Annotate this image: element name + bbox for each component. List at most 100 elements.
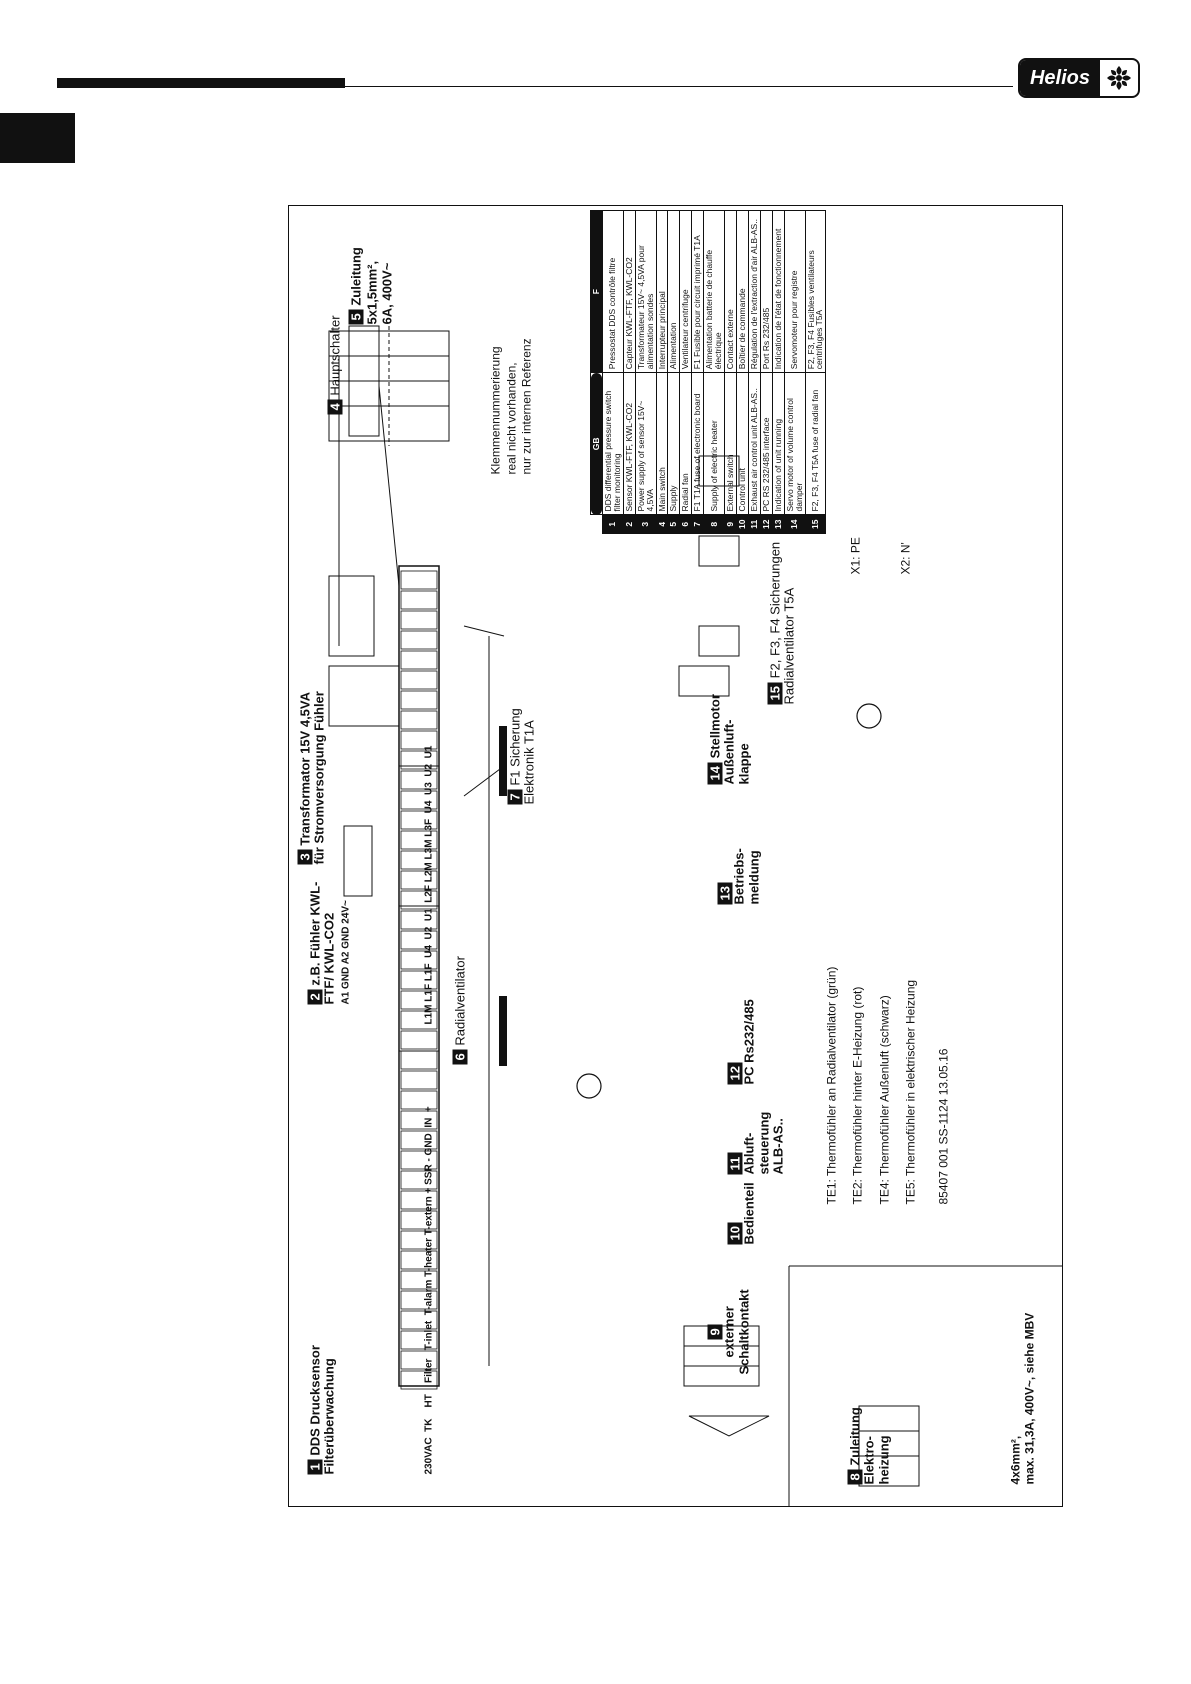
terminal-cell bbox=[400, 870, 438, 890]
terminal-cell bbox=[400, 930, 438, 950]
terminal-cell bbox=[400, 1070, 438, 1090]
legend-row-f: Alimentation bbox=[667, 210, 680, 373]
legend-row-number: 7 bbox=[691, 515, 704, 534]
terminal-cell bbox=[400, 650, 438, 670]
terminal-cell bbox=[400, 1130, 438, 1150]
terminal-cell bbox=[400, 890, 438, 910]
legend-row-gb: Control unit bbox=[736, 372, 749, 515]
terminal-cell bbox=[400, 570, 438, 590]
legend-row-f: Port Rs 232/485 bbox=[760, 210, 773, 373]
legend-row-gb: Indication of unit running bbox=[772, 372, 785, 515]
legend-row-number: 13 bbox=[772, 515, 785, 534]
terminal-cell bbox=[400, 710, 438, 730]
legend-row-f: Alimentation batterie de chauffe électri… bbox=[703, 210, 725, 373]
legend-row-gb: Supply bbox=[667, 372, 680, 515]
terminal-cell bbox=[400, 850, 438, 870]
terminal-cell bbox=[400, 1270, 438, 1290]
legend-row-f: Contact externe bbox=[724, 210, 737, 373]
terminal-cell bbox=[400, 1030, 438, 1050]
legend-row-gb: F1 T1A fuse of electronic board bbox=[691, 372, 704, 515]
header-rule-thick bbox=[57, 78, 345, 88]
terminal-cell bbox=[400, 970, 438, 990]
main-switch bbox=[328, 326, 450, 446]
terminal-cell bbox=[400, 1090, 438, 1110]
block-4-label: 4 Hauptschalter bbox=[327, 315, 343, 415]
legend-row-number: 1 bbox=[602, 515, 624, 534]
terminal-cell bbox=[400, 1250, 438, 1270]
legend-row-number: 15 bbox=[805, 515, 826, 534]
legend-row-f: Interrupteur principal bbox=[656, 210, 668, 373]
terminal-cell bbox=[400, 830, 438, 850]
x1-label: X1: PE bbox=[848, 537, 863, 575]
terminal-cell bbox=[400, 910, 438, 930]
terminal-header-right: L1M L1F L1F U4 U2 U1 L2F L2M L3M L3F U4 … bbox=[423, 745, 435, 1025]
terminal-cell bbox=[400, 1170, 438, 1190]
terminal-cell bbox=[400, 630, 438, 650]
terminal-cells bbox=[400, 570, 438, 1390]
terminal-cell bbox=[400, 1150, 438, 1170]
terminal-cell bbox=[400, 730, 438, 750]
terminal-cell bbox=[400, 1230, 438, 1250]
legend-row-gb: PC RS 232/485 interface bbox=[760, 372, 773, 515]
legend-row-f: Capteur KWL-FTF, KWL-CO2 bbox=[623, 210, 636, 373]
terminal-cell bbox=[400, 750, 438, 770]
legend-row-gb: Exhaust air control unit ALB-AS.. bbox=[748, 372, 761, 515]
legend-row-gb: Power supply of sensor 15V~ 4,5VA bbox=[635, 372, 657, 515]
x2-label: X2: N' bbox=[898, 542, 913, 575]
fan-icon bbox=[1100, 60, 1138, 96]
terminal-cell bbox=[400, 610, 438, 630]
legend-row-gb: DDS differential pressure switch filter … bbox=[602, 372, 624, 515]
terminal-cell bbox=[400, 990, 438, 1010]
terminal-cell bbox=[400, 690, 438, 710]
legend-row-number: 2 bbox=[623, 515, 636, 534]
legend-row-number: 12 bbox=[760, 515, 773, 534]
terminal-cell bbox=[400, 1330, 438, 1350]
wiring-diagram-frame bbox=[288, 205, 1063, 1507]
legend-row-number: 11 bbox=[748, 515, 761, 534]
terminal-cell bbox=[400, 1110, 438, 1130]
legend-row-number: 14 bbox=[784, 515, 806, 534]
legend-row-f: Pressostat DDS contrôle filtre bbox=[602, 210, 624, 373]
legend-row-number: 6 bbox=[679, 515, 692, 534]
legend-row-gb: Servo motor of volume control damper bbox=[784, 372, 806, 515]
legend-row-f: Ventilateur centrifuge bbox=[679, 210, 692, 373]
block-2-label: 2 z.B. Fühler KWL-FTF/ KWL-CO2 A1 GND A2… bbox=[307, 881, 352, 1005]
terminal-cell bbox=[400, 1290, 438, 1310]
legend-row-number: 9 bbox=[724, 515, 737, 534]
legend-row-f: Transformateur 15V~ 4,5VA pour alimentat… bbox=[635, 210, 657, 373]
terminal-cell bbox=[400, 790, 438, 810]
terminal-cell bbox=[400, 1350, 438, 1370]
legend-row-number: 4 bbox=[656, 515, 668, 534]
logo-text: Helios bbox=[1020, 60, 1100, 96]
terminal-cell bbox=[400, 1370, 438, 1390]
page-side-tab bbox=[0, 113, 75, 163]
legend-row-gb: Sensor KWL-FTF, KWL-CO2 bbox=[623, 372, 636, 515]
lang-f-header: F bbox=[590, 210, 603, 373]
terminal-cell bbox=[400, 1190, 438, 1210]
legend-row-gb: Radial fan bbox=[679, 372, 692, 515]
fuse-blocks bbox=[858, 1405, 920, 1487]
terminal-cell bbox=[400, 810, 438, 830]
terminal-cell bbox=[400, 670, 438, 690]
legend-row-f: Boîtier de commande bbox=[736, 210, 749, 373]
legend-row-f: Servomoteur pour registre bbox=[784, 210, 806, 373]
